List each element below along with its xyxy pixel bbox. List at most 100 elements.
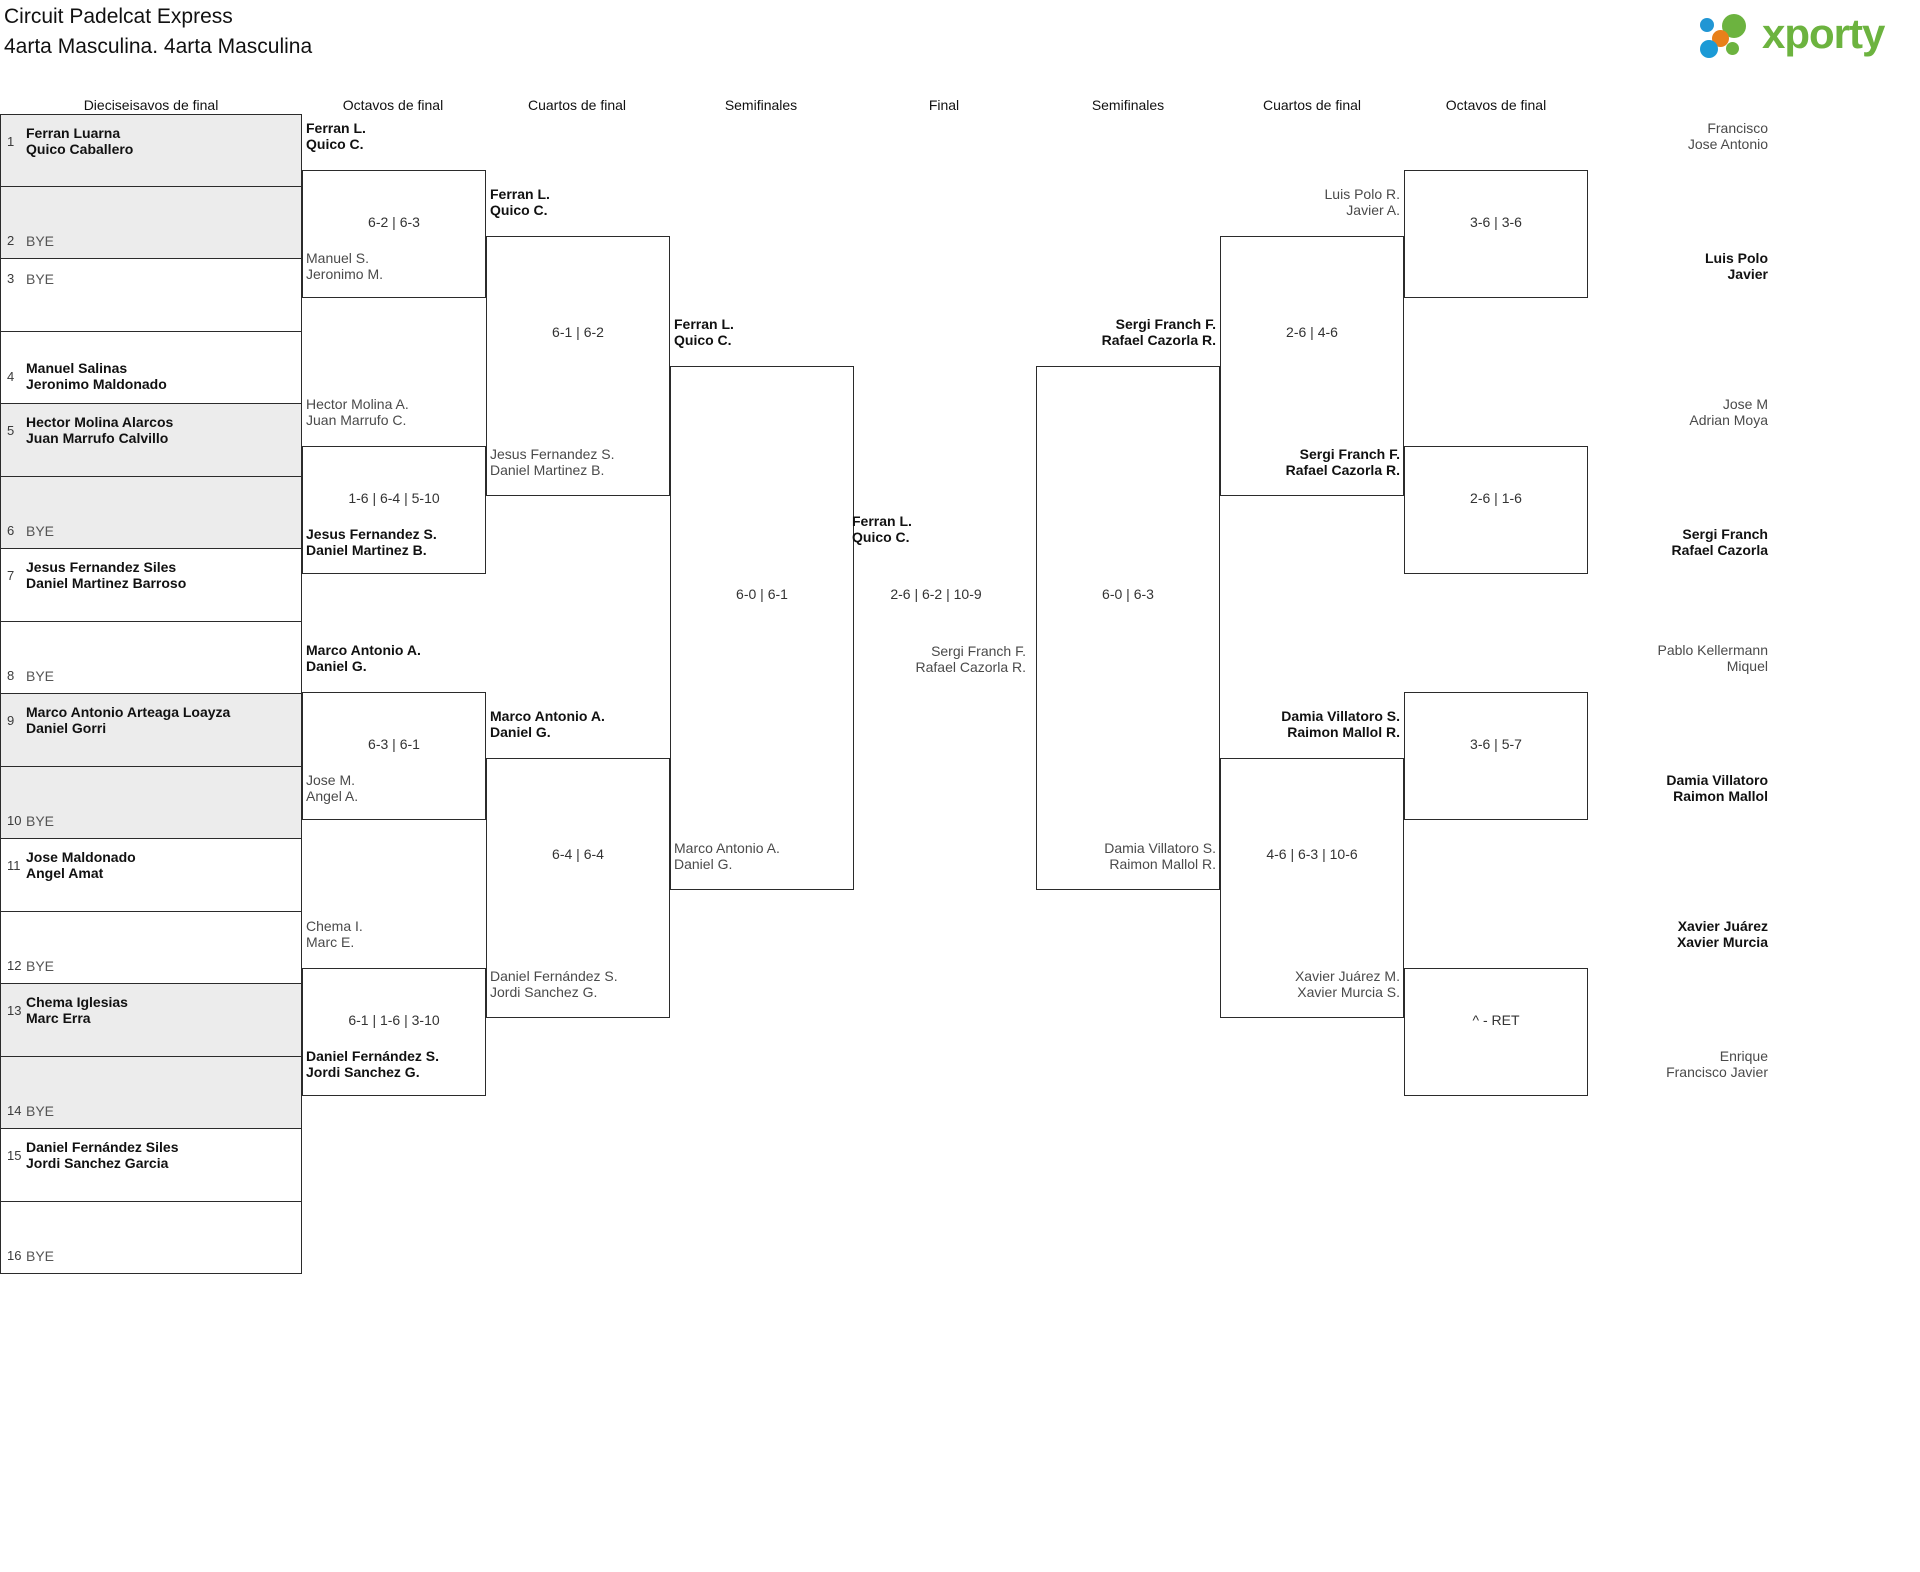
left-semifinal-score: 6-0 | 6-1 (736, 586, 788, 602)
right-octavos-score-1: 2-6 | 1-6 (1470, 490, 1522, 506)
left-cuartos-top-1: Marco Antonio A.Daniel G. (490, 708, 605, 740)
seed-number: 3 (7, 271, 15, 286)
right-octavos-box-3[interactable] (1404, 968, 1588, 1096)
left-octavos-box-3[interactable] (302, 968, 486, 1096)
right-cuartos-box-1[interactable] (1220, 758, 1404, 1018)
seed-number: 7 (7, 568, 15, 583)
seed-row[interactable]: 12 BYE (0, 911, 302, 984)
left-octavos-bot-0: Manuel S.Jeronimo M. (306, 250, 384, 282)
right-semifinal-bot: Damia Villatoro S.Raimon Mallol R. (1104, 840, 1216, 872)
tournament-title: Circuit Padelcat Express (4, 5, 233, 28)
round-header-3: Semifinales (724, 97, 798, 113)
seed-number: 1 (7, 134, 15, 149)
left-cuartos-box-0[interactable] (486, 236, 670, 496)
logo-dot-blue-small (1700, 18, 1714, 32)
seed-team-name: BYE (26, 1248, 55, 1264)
seed-number: 16 (7, 1248, 22, 1263)
right-cuartos-bot-1: Xavier Juárez M.Xavier Murcia S. (1294, 968, 1400, 1000)
seed-row[interactable]: 3 BYE (0, 259, 302, 332)
left-cuartos-top-0: Ferran L.Quico C. (490, 186, 550, 218)
left-octavos-bot-1: Jesus Fernandez S.Daniel Martinez B. (306, 526, 437, 558)
logo-dots-icon (1700, 14, 1762, 58)
right-octavos-score-3: ^ - RET (1472, 1012, 1520, 1028)
right-cuartos-score-1: 4-6 | 6-3 | 10-6 (1266, 846, 1358, 862)
left-octavos-bot-3: Daniel Fernández S.Jordi Sanchez G. (306, 1048, 440, 1080)
round-header-1: Octavos de final (342, 97, 444, 113)
seed-row[interactable]: 16 BYE (0, 1201, 302, 1274)
category-title: 4arta Masculina. 4arta Masculina (4, 35, 313, 58)
left-octavos-box-0[interactable] (302, 170, 486, 298)
seed-row[interactable]: 14 BYE (0, 1056, 302, 1129)
seed-team-name: BYE (26, 1103, 55, 1119)
seed-team-name: BYE (26, 271, 55, 287)
right-cuartos-top-1: Damia Villatoro S.Raimon Mallol R. (1281, 708, 1400, 740)
left-octavos-top-0: Ferran L.Quico C. (306, 120, 366, 152)
round-header-2: Cuartos de final (527, 97, 627, 113)
seed-row[interactable]: 6 BYE (0, 476, 302, 549)
seed-number: 14 (7, 1103, 22, 1118)
left-cuartos-box-1[interactable] (486, 758, 670, 1018)
left-octavos-top-3: Chema I.Marc E. (306, 918, 363, 950)
right-octavos-box-0[interactable] (1404, 170, 1588, 298)
seed-number: 9 (7, 713, 15, 728)
right-semifinal-box[interactable] (1036, 366, 1220, 890)
seed-number: 11 (7, 858, 21, 873)
seed-team-name: BYE (26, 958, 55, 974)
seed-team-name: BYE (26, 813, 55, 829)
left-octavos-bot-2: Jose M.Angel A. (306, 772, 359, 804)
round-header-0: Dieciseisavos de final (83, 97, 219, 113)
left-octavos-score-1: 1-6 | 6-4 | 5-10 (348, 490, 440, 506)
right-cuartos-bot-0: Sergi Franch F.Rafael Cazorla R. (1285, 446, 1400, 478)
right-cuartos-box-0[interactable] (1220, 236, 1404, 496)
seed-number: 13 (7, 1003, 22, 1018)
left-octavos-box-2[interactable] (302, 692, 486, 820)
seed-team-name: BYE (26, 523, 55, 539)
seed-number: 4 (7, 369, 15, 384)
right-octavos-box-2[interactable] (1404, 692, 1588, 820)
right-semifinal-score: 6-0 | 6-3 (1102, 586, 1154, 602)
right-octavos-score-0: 3-6 | 3-6 (1470, 214, 1522, 230)
seed-number: 6 (7, 523, 15, 538)
left-cuartos-score-1: 6-4 | 6-4 (552, 846, 604, 862)
right-cuartos-top-0: Luis Polo R.Javier A. (1324, 186, 1400, 218)
left-semifinal-top: Ferran L.Quico C. (674, 316, 734, 348)
seed-team-name: BYE (26, 233, 55, 249)
seed-number: 5 (7, 423, 15, 438)
seed-number: 8 (7, 668, 15, 683)
left-semifinal-box[interactable] (670, 366, 854, 890)
left-octavos-top-2: Marco Antonio A.Daniel G. (306, 642, 421, 674)
logo-dot-green-small (1726, 42, 1739, 55)
right-octavos-box-1[interactable] (1404, 446, 1588, 574)
left-octavos-box-1[interactable] (302, 446, 486, 574)
left-octavos-score-2: 6-3 | 6-1 (368, 736, 420, 752)
round-header-6: Cuartos de final (1262, 97, 1362, 113)
left-cuartos-bot-0: Jesus Fernandez S.Daniel Martinez B. (490, 446, 615, 478)
left-semifinal-bot: Marco Antonio A.Daniel G. (674, 840, 780, 872)
left-octavos-top-1: Hector Molina A.Juan Marrufo C. (306, 396, 409, 428)
page-title-block: Circuit Padelcat Express 4arta Masculina… (4, 2, 312, 62)
seed-number: 12 (7, 958, 22, 973)
